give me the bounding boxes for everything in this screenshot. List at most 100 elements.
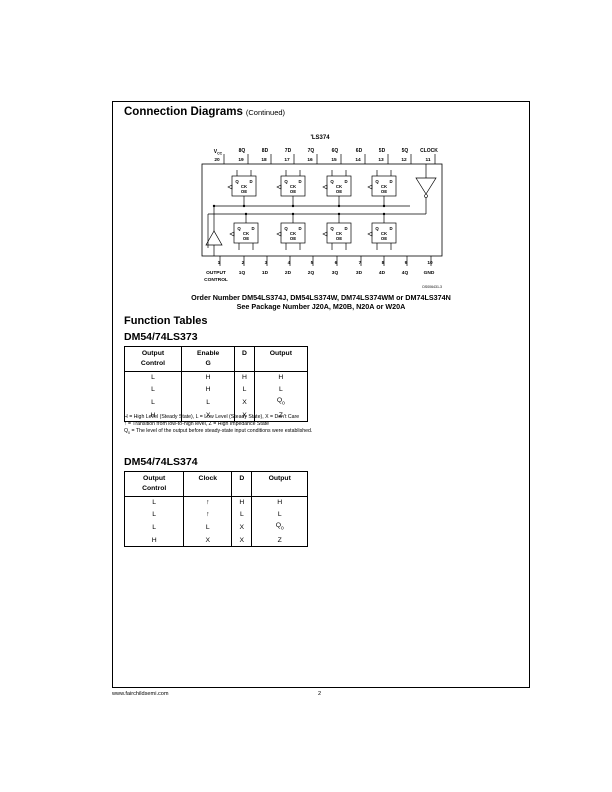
footer-url[interactable]: www.fairchildsemi.com — [112, 691, 169, 697]
bottom-pin-number: 3 — [265, 260, 268, 266]
inversion-bubble — [424, 194, 428, 198]
junction-dot — [291, 212, 295, 216]
top-pin-number: 17 — [284, 157, 290, 163]
ff-q-label: Q — [237, 226, 241, 231]
clock-input-triangle — [367, 231, 373, 237]
table-cell: L — [123, 508, 185, 520]
document-number: DS006431-3 — [422, 285, 442, 289]
ff-oe-label: OE — [290, 236, 296, 241]
ff-q-label: Q — [330, 226, 334, 231]
note-q0: Q0 = The level of the output before stea… — [124, 428, 313, 436]
table-cell: ↑ — [183, 496, 233, 509]
table-header-cell: Clock — [183, 471, 233, 497]
bottom-pin-number: 9 — [405, 260, 408, 266]
chip-body — [201, 163, 443, 257]
clock-input-triangle — [322, 184, 328, 190]
ff-q-label: Q — [284, 226, 288, 231]
bottom-pin-number: 6 — [335, 260, 338, 266]
bottom-pin-label: 3D — [356, 270, 363, 276]
ff-ck-label: CK — [290, 184, 297, 189]
table-cell: X — [234, 395, 255, 410]
top-pin-label: 5D — [379, 148, 386, 154]
table-cell: L — [124, 371, 182, 384]
ff-oe-label: OE — [381, 236, 387, 241]
continued-label: (Continued) — [245, 108, 286, 117]
ff-oe-label: OE — [243, 236, 249, 241]
ff-ck-label: CK — [290, 231, 297, 236]
ff-oe-label: OE — [336, 236, 342, 241]
output-control-label-line2: CONTROL — [204, 277, 228, 283]
table-header-cell: D — [231, 471, 253, 497]
note-transition: ↑ = Transition from low-to-high level, Z… — [124, 421, 270, 428]
ff-d-label: D — [298, 226, 301, 231]
top-pin-label: 5Q — [402, 148, 409, 154]
top-pin-label: 7Q — [308, 148, 315, 154]
ff-ck-label: CK — [336, 231, 343, 236]
table-cell: L — [180, 395, 236, 410]
clock-input-triangle — [276, 184, 282, 190]
table-373-title: DM54/74LS373 — [124, 331, 198, 343]
clock-input-triangle — [227, 184, 233, 190]
table-cell: L — [231, 508, 253, 520]
table-cell: H — [180, 371, 236, 384]
package-number-line: See Package Number J20A, M20B, N20A or W… — [236, 302, 406, 311]
note-levels: H = High Level (Steady State), L = Low L… — [124, 414, 300, 420]
part-label: 'LS374 — [310, 135, 330, 141]
bottom-pin-label: 2D — [285, 270, 292, 276]
top-pin-label: 6D — [356, 148, 363, 154]
ff-q-label: Q — [330, 179, 334, 184]
table-notes: H = High Level (Steady State), L = Low L… — [124, 414, 314, 438]
ff-ck-label: CK — [381, 184, 388, 189]
clock-input-triangle — [367, 184, 373, 190]
top-pin-number: 11 — [425, 157, 430, 163]
top-pin-number: 12 — [401, 157, 407, 163]
bottom-pin-label: 4Q — [402, 270, 409, 276]
bottom-pin-label: 4D — [379, 270, 386, 276]
table-cell: H — [251, 496, 308, 509]
ff-oe-label: OE — [336, 189, 342, 194]
top-pin-label: 8Q — [239, 148, 246, 154]
top-pin-number: 19 — [238, 157, 244, 163]
table-cell: X — [231, 534, 253, 548]
bottom-pin-number: 1 — [218, 260, 221, 266]
table-cell: X — [231, 520, 253, 535]
ff-ck-label: CK — [241, 184, 248, 189]
bottom-pin-label: GND — [424, 270, 435, 276]
table-header-cell: Output — [251, 471, 308, 497]
bottom-pin-label: 1Q — [239, 270, 246, 276]
table-cell: H — [123, 534, 185, 548]
ff-d-label: D — [389, 226, 392, 231]
ff-d-label: D — [298, 179, 301, 184]
ff-d-label: D — [344, 179, 347, 184]
page-number: 2 — [318, 691, 322, 697]
junction-dot — [212, 204, 216, 208]
page-frame — [112, 101, 530, 688]
table-cell: L — [234, 383, 255, 395]
ff-ck-label: CK — [336, 184, 343, 189]
table-cell: L — [124, 395, 182, 410]
ff-q-label: Q — [375, 226, 379, 231]
ff-oe-label: OE — [290, 189, 296, 194]
table-cell: Z — [253, 409, 309, 423]
table-cell: L — [251, 508, 308, 520]
top-pin-number: 13 — [378, 157, 384, 163]
bottom-pin-number: 5 — [311, 260, 314, 266]
bottom-pin-number: 2 — [242, 260, 245, 266]
table-cell: Z — [251, 534, 308, 548]
table-374-title: DM54/74LS374 — [124, 456, 198, 468]
clock-input-triangle — [276, 231, 282, 237]
top-pin-label: CLOCK — [420, 148, 438, 154]
vcc-label: VCC — [214, 149, 223, 156]
table-cell: Q0 — [251, 520, 308, 535]
table-cell: X — [234, 409, 255, 423]
bottom-pin-label: 1D — [262, 270, 269, 276]
